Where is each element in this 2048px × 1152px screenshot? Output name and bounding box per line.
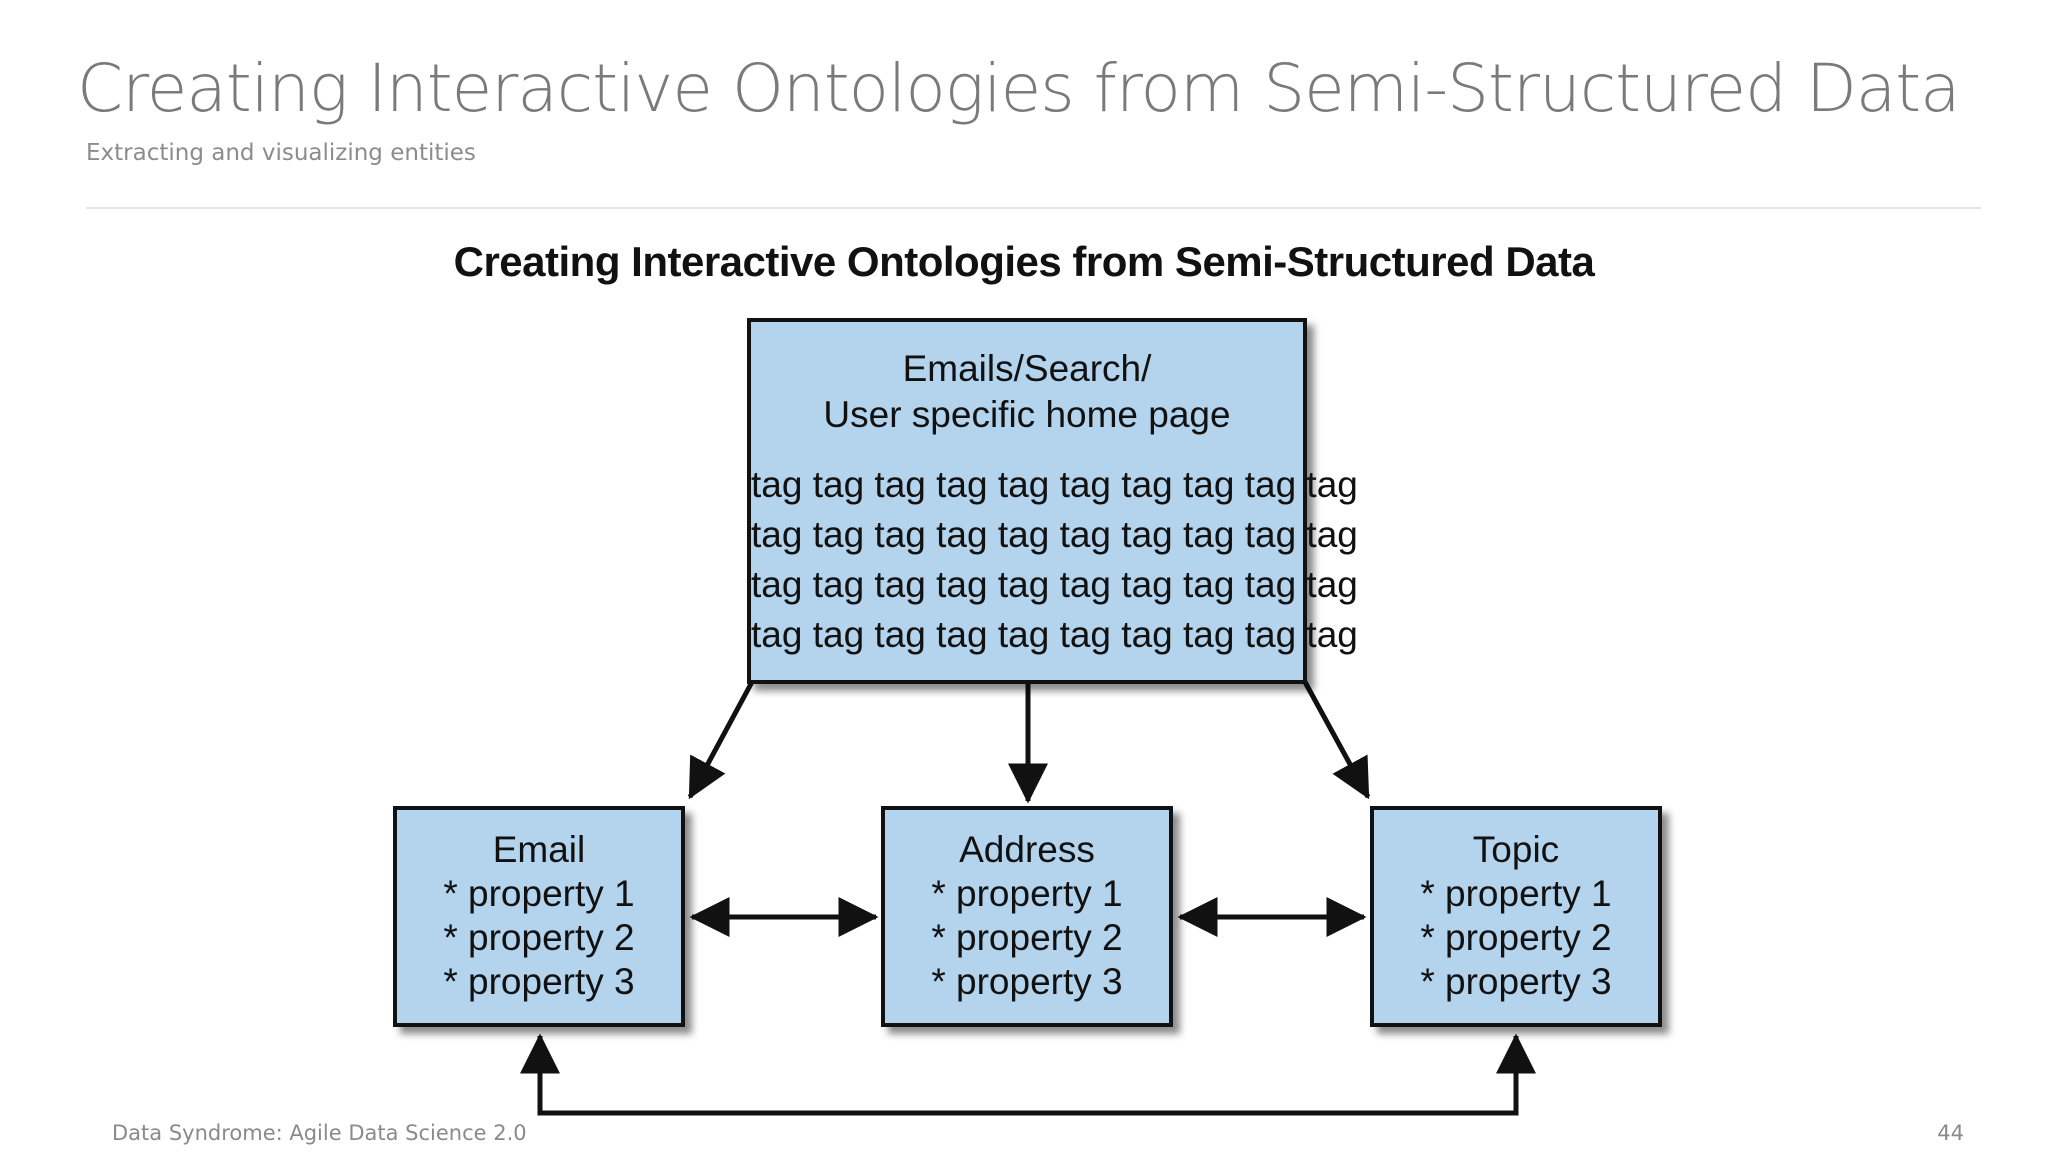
slide-title: Creating Interactive Ontologies from Sem…	[77, 50, 1961, 127]
home-page-box: Emails/Search/ User specific home page t…	[747, 318, 1358, 684]
entity-property: * property 1	[1420, 873, 1612, 914]
tag-row: tag tag tag tag tag tag tag tag tag tag	[751, 464, 1358, 505]
entity-name: Email	[492, 829, 586, 870]
entity-property: * property 2	[443, 917, 635, 958]
diagram-title: Creating Interactive Ontologies from Sem…	[453, 238, 1595, 285]
topic-entity-box: Topic * property 1 * property 2 * proper…	[1370, 806, 1662, 1027]
tag-row: tag tag tag tag tag tag tag tag tag tag	[751, 614, 1358, 655]
footer-text: Data Syndrome: Agile Data Science 2.0	[112, 1121, 527, 1145]
arrow-top-to-topic	[1302, 680, 1371, 800]
entity-property: * property 2	[1420, 917, 1612, 958]
home-page-heading-line: User specific home page	[823, 394, 1231, 435]
slide-subtitle: Extracting and visualizing entities	[86, 140, 476, 166]
entity-name: Address	[959, 829, 1095, 870]
page-number: 44	[1937, 1121, 1964, 1145]
entity-property: * property 3	[443, 961, 635, 1002]
arrow-email-topic	[520, 1033, 1536, 1116]
entity-property: * property 2	[931, 917, 1123, 958]
tag-row: tag tag tag tag tag tag tag tag tag tag	[751, 514, 1358, 555]
tag-row: tag tag tag tag tag tag tag tag tag tag	[751, 564, 1358, 605]
home-page-heading-line: Emails/Search/	[902, 348, 1152, 389]
entity-property: * property 3	[1420, 961, 1612, 1002]
entity-name: Topic	[1472, 829, 1560, 870]
entity-property: * property 1	[931, 873, 1123, 914]
arrow-top-to-email	[687, 680, 755, 800]
home-page-heading: Emails/Search/ User specific home page	[751, 346, 1303, 438]
entity-property: * property 1	[443, 873, 635, 914]
tag-cloud: tag tag tag tag tag tag tag tag tag tag …	[751, 460, 1358, 660]
address-entity-box: Address * property 1 * property 2 * prop…	[881, 806, 1173, 1027]
title-divider	[86, 207, 1981, 209]
entity-property: * property 3	[931, 961, 1123, 1002]
email-entity-box: Email * property 1 * property 2 * proper…	[393, 806, 685, 1027]
